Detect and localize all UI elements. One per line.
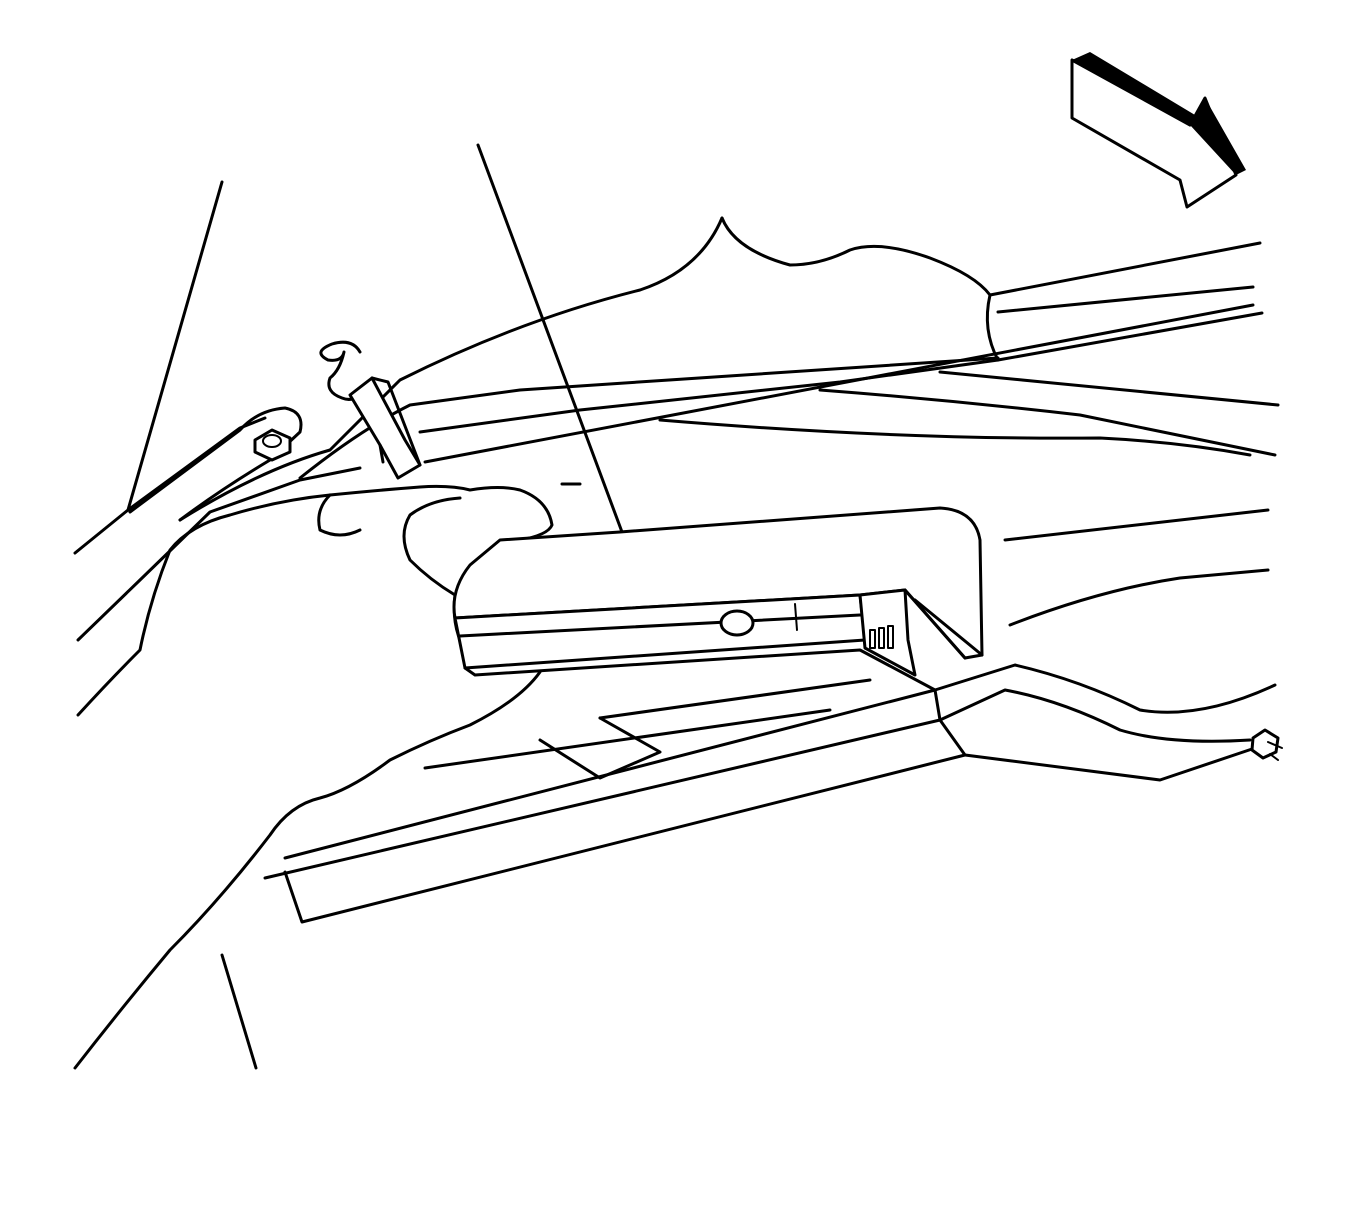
bolt-icon — [253, 428, 292, 462]
mounting-bracket — [128, 406, 303, 522]
retaining-clip-icon — [319, 340, 422, 480]
frame-rail-upper — [178, 216, 1280, 522]
body-panel-edges — [73, 180, 362, 1070]
lower-sill-panel — [263, 508, 1277, 924]
front-direction-arrow-icon — [1070, 52, 1246, 209]
fastener-hole — [719, 609, 755, 637]
trim-panel-component-1 — [452, 506, 984, 692]
bolt-icon — [1250, 728, 1283, 761]
callout-leader-line-1 — [476, 143, 624, 534]
